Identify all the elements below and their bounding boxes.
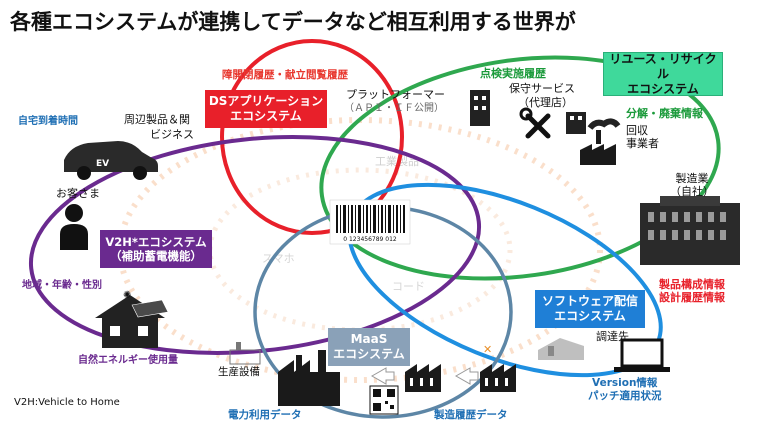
manufacturer-building-icon — [640, 196, 740, 265]
maas-ecosystem-line2: エコシステム — [333, 347, 405, 361]
manufacturer-line2: （自社） — [670, 185, 714, 199]
customer-label: お客さま — [56, 187, 100, 200]
qr-code-icon — [369, 385, 399, 415]
region-age-gender-label: 地域・年齢・性別 — [22, 280, 102, 291]
power-usage-label: 電力利用データ — [228, 409, 302, 421]
platformer-label: プラットフォーマー — [346, 88, 445, 101]
product-info-line1: 製品構成情報 — [659, 278, 725, 291]
bg-code-label: コード — [392, 280, 425, 293]
v2h-ecosystem-line1: V2H*エコシステム — [105, 234, 207, 249]
access-history-label: 障開閉履歴・献立閲覧履歴 — [222, 69, 348, 81]
peripherals-label: 周辺製品＆関 — [124, 113, 190, 126]
version-info-label: Version情報 パッチ適用状況 — [588, 377, 662, 402]
factory-icon — [278, 350, 340, 406]
collector-line2: 事業者 — [626, 137, 659, 151]
tools-icon — [519, 107, 551, 139]
flow-arrow-icon — [370, 367, 479, 385]
business-label: ビジネス — [150, 128, 194, 141]
software-ecosystem-line2: エコシステム — [554, 309, 626, 323]
software-ecosystem-box: ソフトウェア配信 エコシステム — [535, 290, 645, 328]
supplier-factory-icon — [480, 364, 516, 392]
collector-label: 回収 事業者 — [626, 124, 659, 150]
service-sub-label: （代理店） — [518, 96, 573, 109]
service-label: 保守サービス — [509, 82, 575, 95]
ds-ecosystem-line2: エコシステム — [230, 109, 302, 123]
svg-text:EV: EV — [96, 159, 109, 169]
svg-text:✺: ✺ — [123, 290, 131, 301]
production-equipment-icon — [229, 342, 261, 365]
recycle-ecosystem-line2: エコシステム — [627, 81, 699, 96]
v2h-ecosystem-circle — [28, 134, 482, 356]
barcode-digits: 0 123456789 012 — [343, 236, 397, 243]
ds-ecosystem-line1: DSアプリケーション — [208, 94, 324, 108]
background-ring-inner — [207, 167, 513, 333]
maas-ecosystem-box: MaaS エコシステム — [328, 328, 410, 366]
decompose-info-label: 分解・廃棄情報 — [626, 107, 703, 120]
software-ecosystem-line1: ソフトウェア配信 — [541, 294, 638, 308]
platformer-sub-label: （ＡＰＩ・ＩＦ公開） — [344, 103, 444, 114]
supplier-building-icon — [538, 338, 584, 360]
version-info-line1: Version情報 — [592, 377, 658, 389]
ds-ecosystem-box: DSアプリケーション エコシステム — [205, 90, 327, 128]
barcode-icon: 0 123456789 012 — [329, 199, 411, 245]
recycle-ecosystem-line1: リユース・リサイクル — [609, 51, 717, 81]
version-info-line2: パッチ適用状況 — [588, 389, 662, 402]
laptop-icon — [614, 338, 670, 372]
service-building-icon — [470, 90, 490, 126]
collector-line1: 回収 — [626, 124, 648, 137]
v2h-ecosystem-box: V2H*エコシステム （補助蓄電機能） — [100, 230, 212, 268]
home-arrival-label: 自宅到着時間 — [18, 116, 78, 127]
manufacturer-label: 製造業 （自社） — [670, 172, 714, 198]
v2h-ecosystem-line2: （補助蓄電機能） — [110, 249, 202, 263]
industrial-product-label: 工業製品 — [375, 154, 419, 168]
inspection-history-label: 点検実施履歴 — [480, 67, 546, 80]
recycle-ecosystem-box: リユース・リサイクル エコシステム — [603, 52, 723, 96]
electric-car-icon: EV — [64, 141, 158, 180]
customer-icon — [60, 204, 88, 250]
product-info-label: 製品構成情報 設計履歴情報 — [659, 278, 725, 304]
wrench-building-icon — [566, 112, 586, 134]
maas-ecosystem-line1: MaaS — [350, 332, 388, 346]
manufacturing-history-label: 製造履歴データ — [434, 409, 508, 421]
page-title: 各種エコシステムが連携してデータなど相互利用する世界が — [10, 10, 576, 34]
natural-energy-label: 自然エネルギー使用量 — [78, 355, 178, 366]
connect-mark-icon: ✕ — [483, 343, 492, 356]
supplier-label: 調達先 — [596, 330, 629, 343]
recycle-ecosystem-circle — [319, 55, 721, 281]
footnote: V2H:Vehicle to Home — [14, 397, 120, 408]
production-equipment-label: 生産設備 — [218, 366, 260, 378]
ds-ecosystem-circle — [220, 39, 404, 235]
manufacturer-line1: 製造業 — [675, 172, 709, 185]
product-info-line2: 設計履歴情報 — [659, 291, 725, 305]
collector-factory-icon — [580, 118, 621, 165]
small-factory-icon — [405, 364, 441, 392]
solar-house-icon: ✺ — [95, 290, 169, 348]
